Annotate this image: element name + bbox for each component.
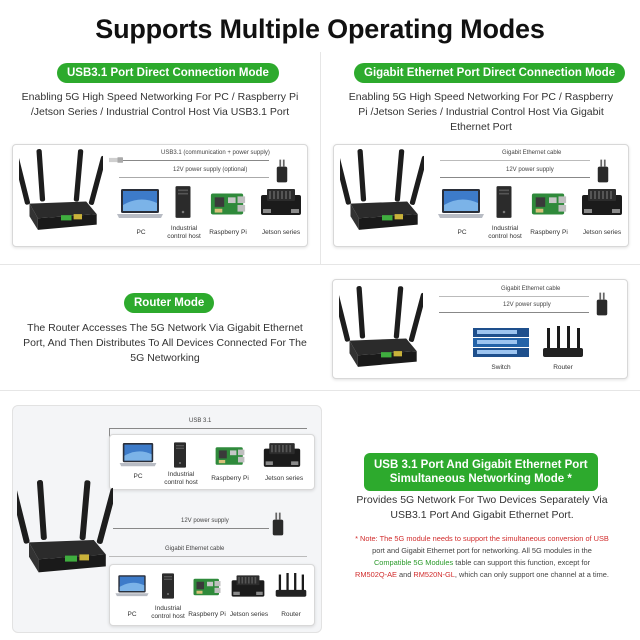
laptop-icon [436, 187, 486, 221]
usb-cable-label: USB 3.1 [189, 418, 212, 424]
compat-note: * Note: The 5G module needs to support t… [355, 534, 609, 579]
device-label-jetson: Jetson series [264, 475, 304, 482]
power-adapter-icon [271, 510, 285, 538]
industrial-host-icon [160, 571, 176, 601]
device-label-rpi: Raspberry Pi [209, 229, 247, 236]
industrial-host-icon [173, 183, 193, 221]
eth-mode-badge: Gigabit Ethernet Port Direct Connection … [354, 63, 626, 83]
device-label-router: Router [553, 364, 573, 371]
simul-mode-section: USB 3.1 PC Industrial control host Raspb… [0, 390, 640, 640]
power-cable-label: 12V power supply [181, 518, 229, 524]
device-label-pc: PC [457, 229, 467, 236]
device-label-pc: PC [133, 473, 143, 480]
power-adapter-icon [595, 290, 609, 318]
power-adapter-icon [275, 157, 289, 185]
raspberry-pi-icon [209, 189, 247, 219]
usb-mode-badge: USB3.1 Port Direct Connection Mode [57, 63, 279, 83]
ethernet-cable-label: Gigabit Ethernet cable [502, 150, 562, 156]
laptop-icon [115, 187, 165, 221]
power-cable-label: 12V power supply [503, 302, 551, 308]
router-mode-section: Router Mode The Router Accesses The 5G N… [0, 264, 640, 390]
device-label-rpi: Raspberry Pi [211, 475, 249, 482]
raspberry-pi-icon [214, 443, 246, 469]
usb-mode-section: USB3.1 Port Direct Connection Mode Enabl… [0, 52, 320, 264]
eth-mode-section: Gigabit Ethernet Port Direct Connection … [320, 52, 640, 264]
eth-mode-diagram-card: Gigabit Ethernet cable 12V power supply … [333, 144, 629, 247]
raspberry-pi-icon [530, 189, 568, 219]
simul-mode-badge: USB 3.1 Port And Gigabit Ethernet Port S… [364, 453, 598, 491]
laptop-icon [114, 573, 150, 599]
power-cable-label: 12V power supply [506, 167, 554, 173]
router-mode-badge: Router Mode [124, 293, 215, 313]
switch-icon [471, 326, 531, 360]
usb-cable-line [109, 428, 307, 429]
eth-mode-description: Enabling 5G High Speed Networking For PC… [348, 91, 614, 133]
ethernet-cable-line [439, 296, 589, 297]
device-label-switch: Switch [491, 364, 511, 371]
device-label-router: Router [281, 611, 301, 618]
router-mode-description: The Router Accesses The 5G Network Via G… [23, 322, 307, 364]
page-title: Supports Multiple Operating Modes [95, 14, 545, 44]
5g-router-icon [19, 149, 103, 233]
usb-cable-label: USB3.1 (communication + power supply) [161, 150, 270, 156]
jetson-icon [259, 187, 303, 217]
simul-mode-diagram-card: USB 3.1 PC Industrial control host Raspb… [12, 405, 322, 633]
raspberry-pi-icon [192, 575, 222, 599]
power-cable-line [439, 312, 589, 313]
power-cable-label: 12V power supply (optional) [173, 167, 248, 173]
ethernet-cable-line [109, 556, 307, 557]
eth-devices-box: PC Industrial control host Raspberry Pi … [109, 564, 315, 626]
device-label-jetson: Jetson series [582, 229, 622, 236]
ethernet-cable-line [440, 160, 590, 161]
router-icon [274, 573, 308, 599]
power-cable-line [440, 177, 590, 178]
jetson-icon [580, 187, 624, 217]
laptop-icon [118, 441, 158, 469]
device-label-industrial: Industrial control host [488, 225, 522, 240]
device-label-rpi: Raspberry Pi [530, 229, 568, 236]
usb-plug-icon [109, 156, 123, 164]
power-adapter-icon [596, 157, 610, 185]
power-cable-line [113, 528, 269, 529]
jetson-icon [262, 441, 302, 469]
device-label-industrial: Industrial control host [167, 225, 201, 240]
router-icon [541, 326, 585, 360]
ethernet-cable-label: Gigabit Ethernet cable [501, 286, 561, 292]
simul-mode-description: Provides 5G Network For Two Devices Sepa… [356, 494, 608, 521]
5g-router-icon [340, 149, 424, 233]
device-label-industrial: Industrial control host [151, 605, 185, 620]
device-label-industrial: Industrial control host [164, 471, 198, 486]
device-label-pc: PC [136, 229, 146, 236]
5g-router-icon [339, 286, 423, 370]
usb-mode-description: Enabling 5G High Speed Networking For PC… [21, 91, 299, 118]
power-cable-line [119, 177, 269, 178]
device-label-pc: PC [127, 611, 137, 618]
5g-router-icon [17, 480, 113, 576]
industrial-host-icon [494, 183, 514, 221]
industrial-host-icon [172, 439, 188, 471]
jetson-icon [230, 573, 266, 599]
usb-mode-diagram-card: USB3.1 (communication + power supply) 12… [12, 144, 308, 247]
usb-devices-box: PC Industrial control host Raspberry Pi … [109, 434, 315, 490]
usb-cable-line [119, 160, 269, 161]
device-label-rpi: Raspberry Pi [188, 611, 226, 618]
ethernet-cable-label: Gigabit Ethernet cable [165, 546, 225, 552]
router-mode-diagram-card: Gigabit Ethernet cable 12V power supply … [332, 279, 628, 379]
device-label-jetson: Jetson series [229, 611, 269, 618]
device-label-jetson: Jetson series [261, 229, 301, 236]
compatible-modules-link[interactable]: Compatible 5G Modules [373, 558, 454, 567]
